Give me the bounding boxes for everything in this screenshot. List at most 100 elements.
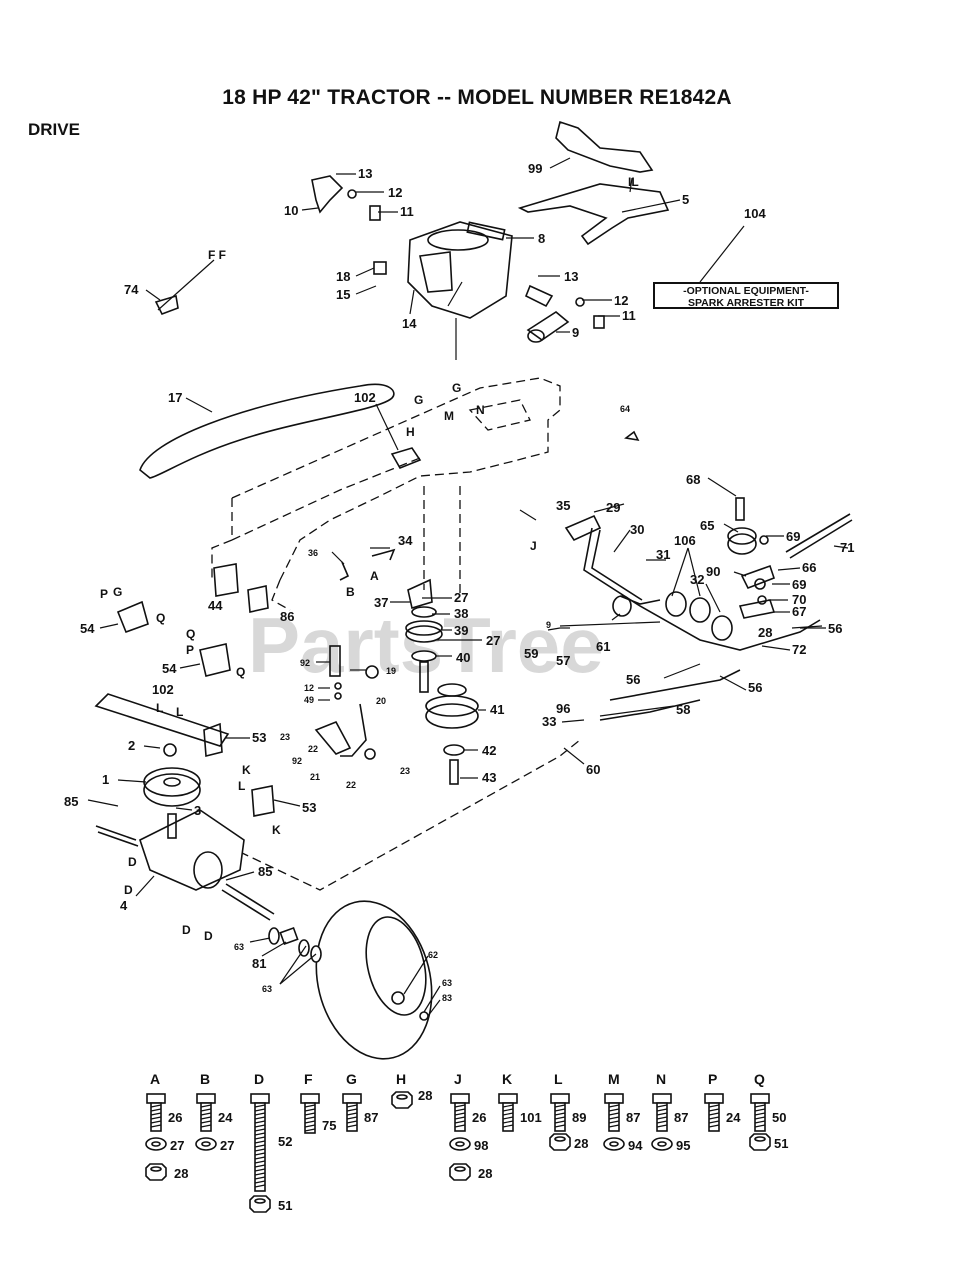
- callout-81: 81: [252, 956, 266, 971]
- legend-part-75: 75: [322, 1118, 336, 1133]
- transaxle-4: [95, 809, 275, 921]
- legend-part-28: 28: [478, 1166, 492, 1181]
- washer-shape: [195, 1137, 217, 1151]
- callout-P-lower: P: [186, 643, 194, 657]
- callout-21: 21: [310, 772, 320, 782]
- part-86-bracket: [247, 585, 269, 613]
- callout-85-left: 85: [64, 794, 78, 809]
- callout-1: 1: [102, 772, 109, 787]
- nut-shape: [549, 1133, 571, 1151]
- callout-Q-upper: Q: [156, 611, 165, 625]
- part-54-bracket-lower: [199, 643, 231, 677]
- part-10-bracket: [311, 175, 381, 221]
- legend-letter-j: J: [454, 1071, 462, 1087]
- optional-equipment-box: -OPTIONAL EQUIPMENT- SPARK ARRESTER KIT: [653, 282, 839, 309]
- callout-39: 39: [454, 623, 468, 638]
- legend-letter-g: G: [346, 1071, 357, 1087]
- section-label: DRIVE: [28, 120, 80, 139]
- callout-9-linkage: 9: [546, 620, 551, 630]
- callout-Q-lower: Q: [236, 665, 245, 679]
- callout-Q-lower-top: Q: [186, 627, 195, 641]
- callout-92-upper: 92: [300, 658, 310, 668]
- callout-8: 8: [538, 231, 545, 246]
- callout-A: A: [370, 569, 379, 583]
- legend-part-89: 89: [572, 1110, 586, 1125]
- callout-53-lower: 53: [302, 800, 316, 815]
- callout-B: B: [346, 585, 355, 599]
- callout-90: 90: [706, 564, 720, 579]
- callout-72: 72: [792, 642, 806, 657]
- callout-22-upper: 22: [308, 744, 318, 754]
- legend-part-51: 51: [774, 1136, 788, 1151]
- callout-32: 32: [690, 572, 704, 587]
- callout-40: 40: [456, 650, 470, 665]
- callout-58: 58: [676, 702, 690, 717]
- legend-part-50: 50: [772, 1110, 786, 1125]
- callout-13-top: 13: [358, 166, 372, 181]
- callout-54-upper: 54: [80, 621, 95, 636]
- part-99-plate: [555, 120, 654, 173]
- legend-part-87: 87: [674, 1110, 688, 1125]
- frame-outline: [211, 377, 581, 891]
- nut-shape: [145, 1163, 167, 1181]
- legend-letter-f: F: [304, 1071, 313, 1087]
- callout-11-right: 11: [622, 308, 636, 323]
- callout-11-top: 11: [400, 204, 414, 219]
- legend-letter-p: P: [708, 1071, 717, 1087]
- bolt-shape: [342, 1093, 362, 1132]
- legend-letter-n: N: [656, 1071, 666, 1087]
- callout-62: 62: [428, 950, 438, 960]
- callout-M: M: [444, 409, 454, 423]
- callout-3: 3: [194, 803, 201, 818]
- part-74-linkage: [154, 259, 215, 316]
- callout-63-right: 63: [442, 978, 452, 988]
- callout-63-left: 63: [234, 942, 244, 952]
- legend-part-52: 52: [278, 1134, 292, 1149]
- part-65-pulley: [727, 497, 757, 555]
- callout-17: 17: [168, 390, 182, 405]
- callout-D-bottom-a: D: [182, 923, 191, 937]
- callout-60: 60: [586, 762, 600, 777]
- callout-43: 43: [482, 770, 496, 785]
- callout-34: 34: [398, 533, 413, 548]
- callout-35: 35: [556, 498, 570, 513]
- legend-part-24: 24: [218, 1110, 233, 1125]
- legend-part-87: 87: [626, 1110, 640, 1125]
- legend-part-26: 26: [472, 1110, 486, 1125]
- idler-arm: [314, 645, 379, 760]
- callout-61: 61: [596, 639, 610, 654]
- spark-arrester-line: SPARK ARRESTER KIT: [687, 297, 805, 309]
- callout-49: 49: [304, 695, 314, 705]
- callout-14: 14: [402, 316, 417, 331]
- callout-29: 29: [606, 500, 620, 515]
- legend-part-27: 27: [220, 1138, 234, 1153]
- callout-12-center: 12: [304, 683, 314, 693]
- callout-64: 64: [620, 404, 630, 414]
- part-102-bracket: [390, 447, 422, 470]
- legend-part-28: 28: [174, 1166, 188, 1181]
- legend-part-28: 28: [418, 1088, 432, 1103]
- legend-part-87: 87: [364, 1110, 378, 1125]
- callout-27-lower: 27: [486, 633, 500, 648]
- callout-56-right: 56: [828, 621, 842, 636]
- callout-L-lower: L: [238, 779, 245, 793]
- nut-shape: [391, 1091, 413, 1109]
- washer-shape: [145, 1137, 167, 1151]
- callout-2: 2: [128, 738, 135, 753]
- leader-lines: [87, 157, 849, 1017]
- optional-equipment-line: -OPTIONAL EQUIPMENT-: [683, 285, 809, 297]
- callout-63-bottom: 63: [262, 984, 272, 994]
- part-64-clip: [624, 430, 640, 442]
- callout-J: J: [530, 539, 537, 553]
- part-71-spring: [785, 513, 853, 559]
- legend-letter-b: B: [200, 1071, 210, 1087]
- legend-part-95: 95: [676, 1138, 690, 1153]
- nut-shape: [449, 1163, 471, 1181]
- bolt-shape: [300, 1093, 320, 1134]
- callout-42: 42: [482, 743, 496, 758]
- callout-31: 31: [656, 547, 670, 562]
- nut-shape: [749, 1133, 771, 1151]
- bolt-shape: [250, 1093, 270, 1192]
- nut-shape: [249, 1195, 271, 1213]
